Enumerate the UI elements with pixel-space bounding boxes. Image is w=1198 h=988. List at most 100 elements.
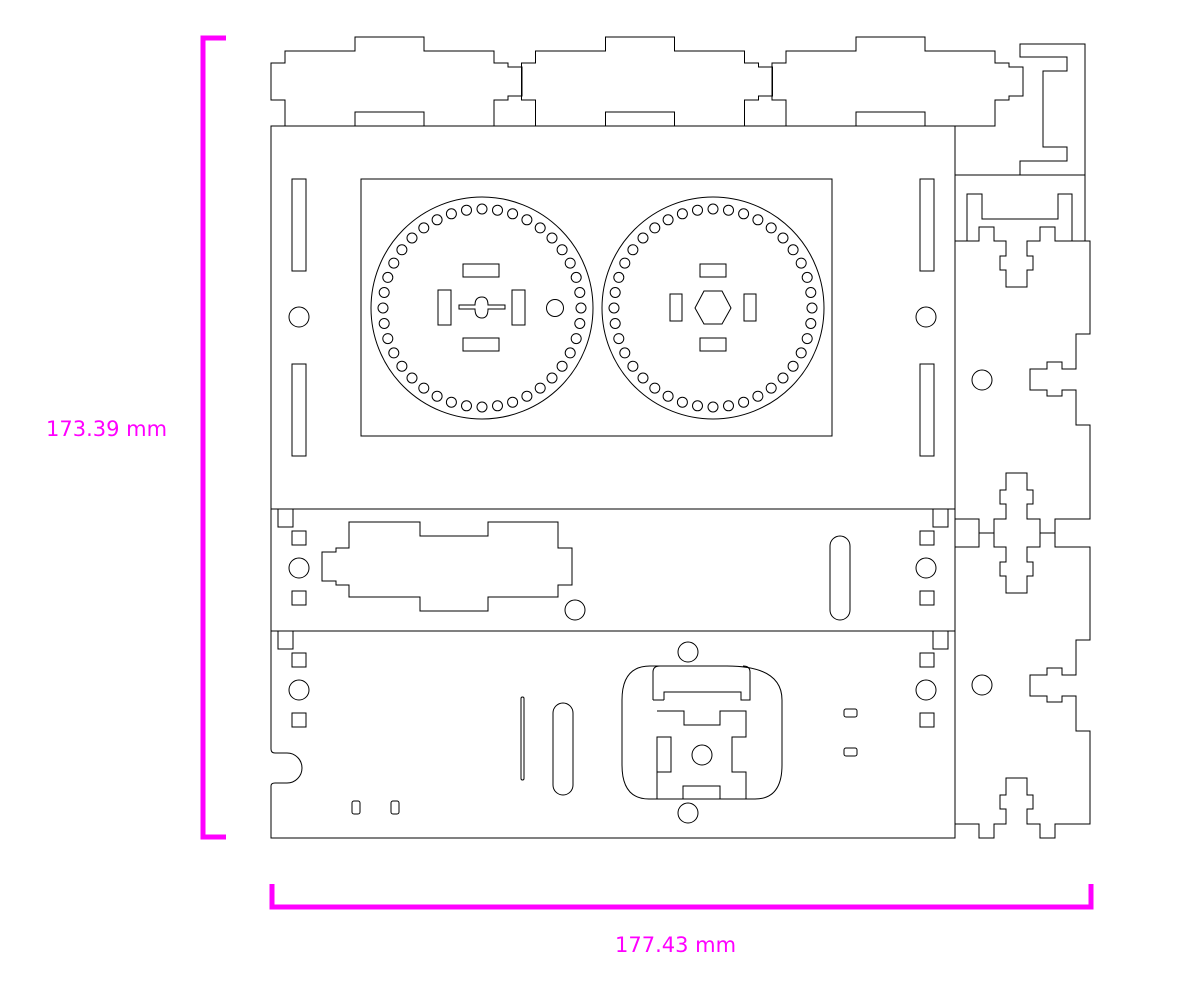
long-slot (829, 535, 851, 621)
tab-notch (277, 631, 949, 650)
slot (291, 363, 307, 457)
disc-hole (431, 214, 443, 226)
disc-hole (627, 244, 639, 256)
disc-hole (738, 396, 750, 408)
clip-cutout (621, 665, 783, 800)
disc-hole (723, 400, 734, 412)
mount-hole (971, 369, 993, 391)
slot (437, 289, 452, 326)
disc-hole (521, 214, 533, 226)
width-dimension-bracket (269, 884, 1094, 910)
main-panel (270, 125, 956, 510)
long-slot (552, 702, 574, 796)
clip-tab (652, 665, 751, 701)
disc-hole (613, 271, 625, 283)
middle-panel (270, 508, 956, 632)
disc-hole (534, 222, 546, 234)
disc-hole (546, 232, 558, 244)
disc-hole (637, 372, 649, 384)
mount-hole (677, 802, 699, 824)
square-hole (291, 530, 307, 546)
disc-hole (461, 400, 472, 412)
disc-hole (570, 333, 582, 345)
width-dimension-label: 177.43 mm (615, 933, 737, 957)
disc-hole (418, 222, 430, 234)
slot (919, 363, 935, 457)
disc-hole (406, 232, 418, 244)
disc-hole (692, 204, 703, 216)
disc-hole (627, 360, 639, 372)
tab-notch (277, 509, 949, 528)
disc-hole (507, 208, 519, 220)
mount-hole (971, 674, 993, 696)
cross-cutout (656, 710, 747, 799)
disc-hole (431, 390, 443, 402)
mount-hole (915, 679, 937, 701)
disc-hole (795, 347, 807, 359)
hex-nut-cutout (694, 290, 732, 325)
slotted-block-piece (954, 174, 1086, 242)
disc-hole (609, 318, 621, 329)
disc-hole (649, 222, 661, 234)
disc-hole (738, 208, 750, 220)
small-slot (351, 800, 361, 815)
disc-hole (396, 244, 408, 256)
disc-hole (676, 396, 688, 408)
disc-hole (752, 214, 764, 226)
disc-hole (613, 333, 625, 345)
mount-hole (564, 599, 586, 621)
disc-hole (575, 302, 587, 314)
disc-hole (476, 401, 488, 413)
slot (291, 178, 307, 272)
disc-hole (609, 287, 621, 298)
disc-hole (765, 382, 777, 394)
mount-hole (288, 679, 310, 701)
mount-hole (915, 306, 937, 328)
disc-hole (805, 287, 817, 298)
disc-hole (546, 372, 558, 384)
disc-hole (534, 382, 546, 394)
disc-hole (777, 372, 789, 384)
disc-hole (795, 257, 807, 269)
servo-cutout (321, 521, 573, 612)
slot (743, 293, 757, 322)
disc-hole (805, 318, 817, 329)
disc-hole (564, 257, 576, 269)
disc-hole (619, 257, 631, 269)
disc-hole (382, 271, 394, 283)
gear-discs (370, 196, 825, 420)
disc-hole (378, 287, 390, 298)
thin-slot (520, 696, 525, 781)
servo-horn-cutout (458, 296, 506, 319)
square-hole (291, 652, 307, 668)
square-hole (291, 712, 307, 728)
gear-disc (601, 196, 825, 420)
square-hole (919, 712, 935, 728)
slot (669, 293, 683, 322)
disc-hole (649, 382, 661, 394)
disc-hole (608, 302, 620, 314)
disc-hole (570, 271, 582, 283)
disc-hole (574, 318, 586, 329)
disc-hole (707, 203, 719, 215)
small-slot (843, 708, 858, 718)
disc-hole (787, 244, 799, 256)
disc-hole (521, 390, 533, 402)
disc-hole (396, 360, 408, 372)
slot (919, 178, 935, 272)
slot (462, 263, 500, 278)
side-piece (955, 518, 1091, 839)
disc-hole (556, 360, 568, 372)
disc-hole (662, 390, 674, 402)
disc-hole (388, 257, 400, 269)
disc-hole (752, 390, 764, 402)
disc-hole (382, 333, 394, 345)
tab-piece (521, 36, 773, 127)
tab-piece (270, 36, 523, 127)
square-hole (919, 652, 935, 668)
disc-window (360, 178, 833, 437)
side-piece (955, 226, 1091, 534)
mount-hole (691, 744, 713, 766)
small-slot (390, 800, 400, 815)
disc-hole (461, 204, 472, 216)
